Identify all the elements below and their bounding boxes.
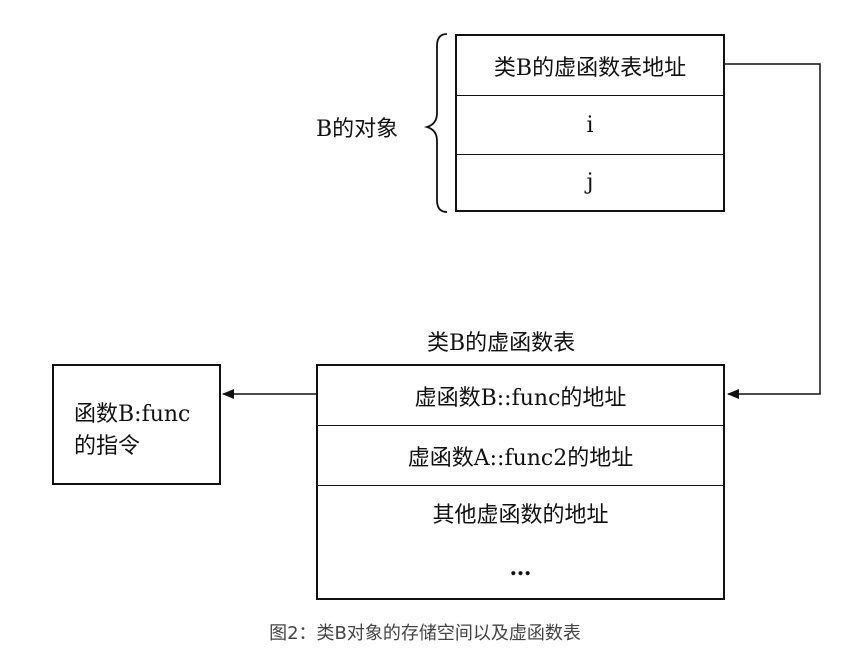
object-label: B的对象 bbox=[316, 117, 399, 142]
func-box-line1: 函数B:func bbox=[74, 402, 191, 427]
vtable-title: 类B的虚函数表 bbox=[427, 331, 576, 356]
object-row-j: j bbox=[586, 170, 594, 195]
func-box-line2: 的指令 bbox=[74, 434, 141, 459]
object-box: 类B的虚函数表地址 i j bbox=[455, 34, 725, 212]
figure-caption: 图2：类B对象的存储空间以及虚函数表 bbox=[269, 623, 581, 644]
vtable-row-ellipsis: … bbox=[509, 555, 532, 581]
vtable-box: 虚函数B::func的地址 虚函数A::func2的地址 其他虚函数的地址 … bbox=[316, 364, 725, 600]
vtable-pointer-arrow bbox=[725, 63, 821, 399]
vtable-row-b-func: 虚函数B::func的地址 bbox=[318, 366, 723, 426]
object-brace bbox=[423, 33, 448, 213]
vtable-row-other: 其他虚函数的地址 bbox=[432, 503, 609, 528]
func-instruction-box: 函数B:func 的指令 bbox=[52, 364, 221, 485]
vtable-row-a-func2: 虚函数A::func2的地址 bbox=[318, 426, 723, 486]
object-row-vtable-address: 类B的虚函数表地址 bbox=[457, 36, 723, 96]
object-row-i: i bbox=[457, 96, 723, 155]
